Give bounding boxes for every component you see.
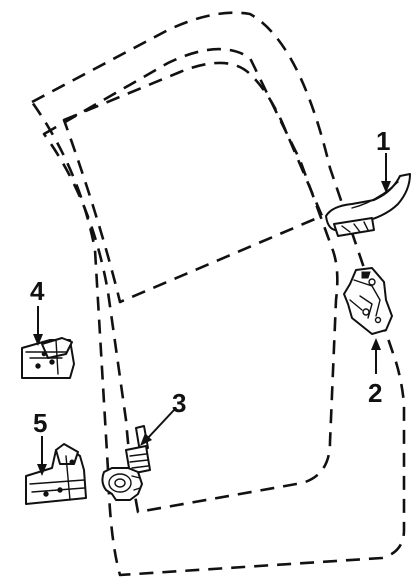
door-outline (30, 11, 406, 577)
callout-4: 4 (30, 276, 45, 346)
callout-number-5: 5 (33, 408, 47, 438)
door-lock-part (343, 267, 393, 335)
callout-number-1: 1 (376, 126, 390, 156)
lower-hinge-part (25, 443, 87, 505)
inside-handle-part (325, 173, 411, 237)
callout-1: 1 (376, 126, 391, 193)
callout-number-3: 3 (172, 388, 186, 418)
callout-3: 3 (140, 388, 186, 446)
callout-5: 5 (33, 408, 47, 476)
callout-number-2: 2 (368, 378, 382, 408)
callout-2: 2 (368, 338, 382, 408)
callout-number-4: 4 (30, 276, 45, 306)
lock-actuator-part (101, 425, 151, 501)
upper-hinge-part (21, 337, 75, 379)
